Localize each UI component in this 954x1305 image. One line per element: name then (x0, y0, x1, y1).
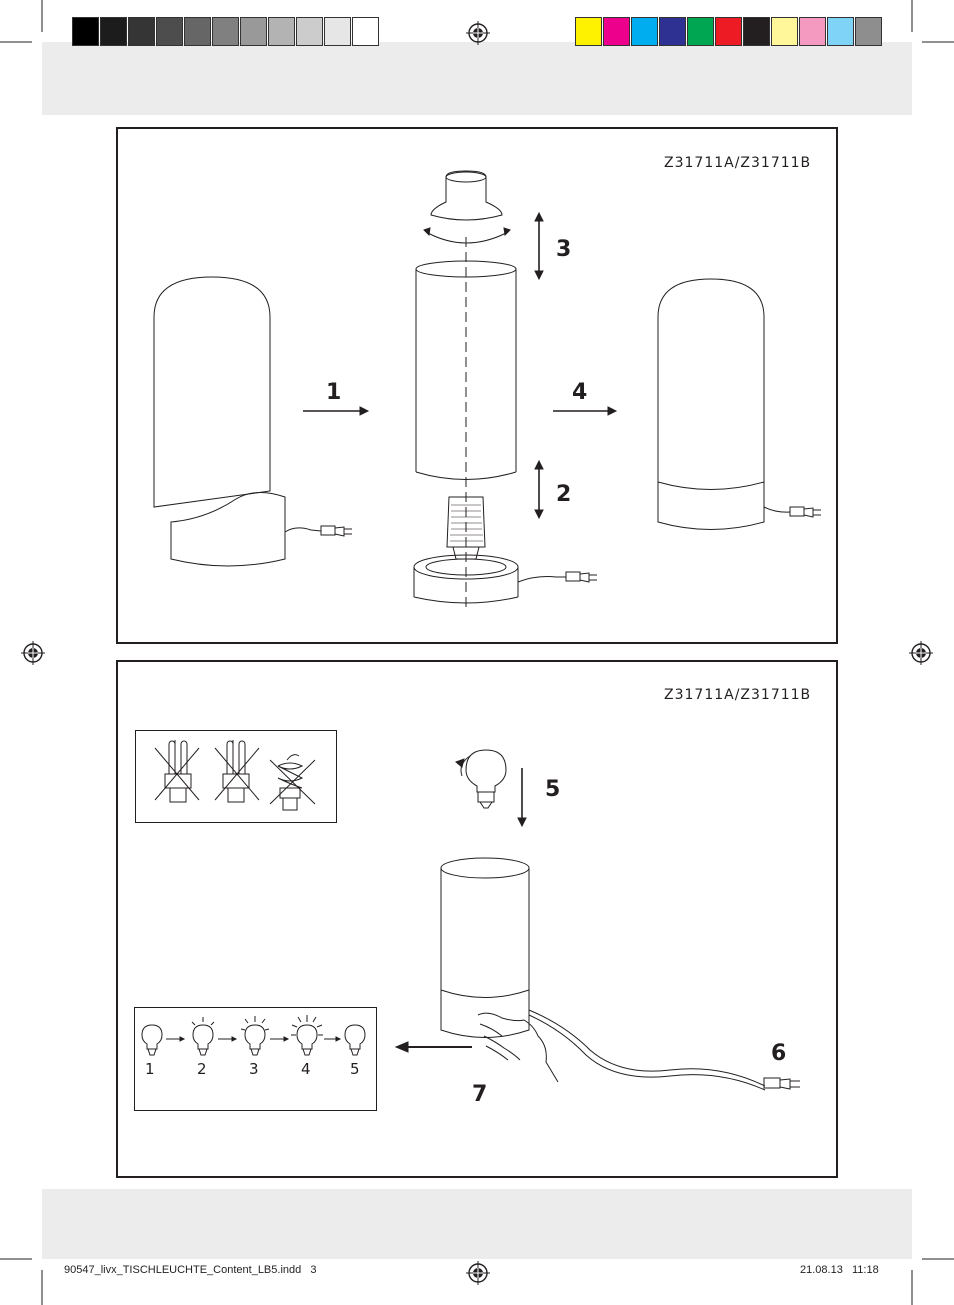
step-label: 1 (326, 380, 341, 405)
brightness-level-label: 2 (197, 1060, 207, 1078)
lamp-assembled (658, 279, 764, 530)
plug-icon (760, 1073, 820, 1093)
registration-mark-icon (466, 21, 490, 45)
lamp-with-hand (390, 850, 830, 1090)
step-label: 2 (556, 482, 571, 507)
registration-mark-icon (466, 1261, 490, 1285)
brightness-level-label: 5 (350, 1060, 360, 1078)
bulb-icon (450, 742, 530, 832)
brightness-bulbs (134, 1007, 377, 1067)
plug-icon (790, 507, 821, 517)
lamp-cap (431, 171, 502, 220)
plug-icon (566, 572, 597, 582)
registration-mark-icon (21, 641, 45, 665)
step-label: 4 (572, 380, 587, 405)
plug-icon (321, 526, 352, 536)
step-label: 7 (472, 1082, 487, 1107)
step-label: 3 (556, 237, 571, 262)
step-label: 5 (545, 777, 560, 802)
assembly-illustration (116, 127, 838, 644)
print-date: 21.08.13 11:18 (800, 1264, 879, 1276)
no-energy-saving-bulb-icon (135, 730, 337, 823)
lamp-base (171, 492, 285, 566)
file-name: 90547_livx_TISCHLEUCHTE_Content_LB5.indd… (64, 1264, 317, 1276)
lamp-glass (154, 277, 270, 507)
brightness-level-label: 3 (249, 1060, 259, 1078)
registration-mark-icon (909, 641, 933, 665)
model-number: Z31711A/Z31711B (664, 687, 811, 703)
step-label: 6 (771, 1041, 786, 1066)
brightness-level-label: 4 (301, 1060, 311, 1078)
brightness-level-label: 1 (145, 1060, 155, 1078)
